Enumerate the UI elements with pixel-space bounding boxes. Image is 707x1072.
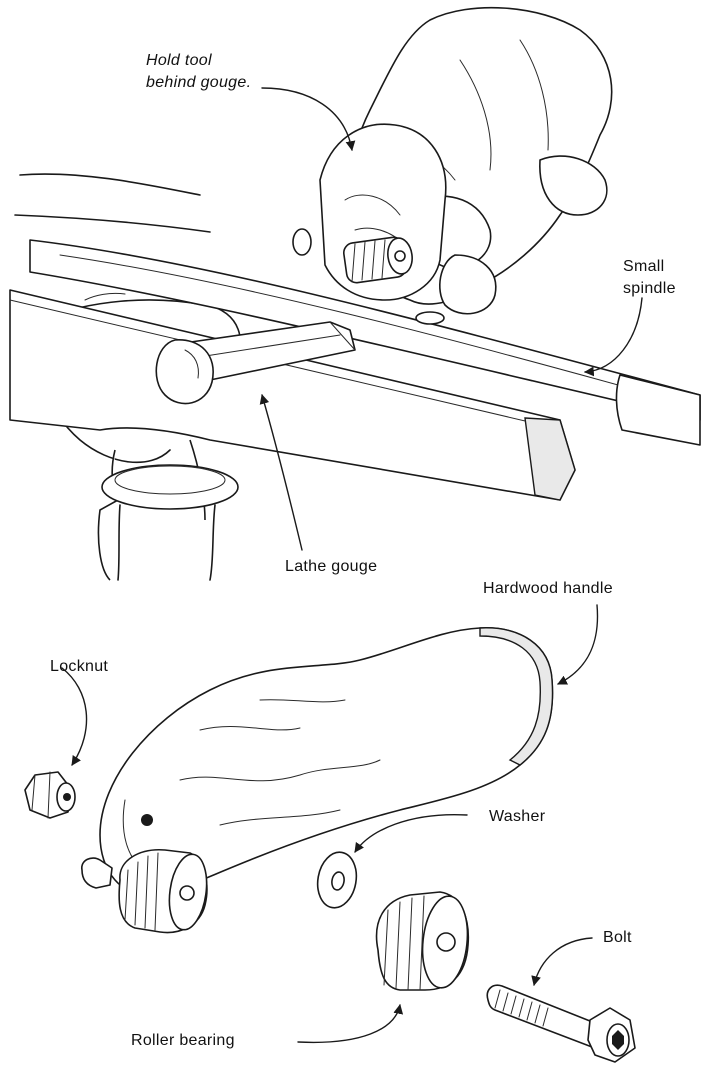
mounted-bolt-head — [180, 886, 194, 900]
leader-roller-bearing — [298, 1005, 400, 1042]
label-hold-tool-line2: behind gouge. — [146, 72, 251, 93]
label-small-spindle-line1: Small — [623, 256, 665, 277]
left-thumb — [156, 340, 213, 404]
label-lathe-gouge: Lathe gouge — [285, 556, 377, 577]
leader-locknut — [62, 668, 87, 765]
label-hardwood-handle: Hardwood handle — [483, 578, 613, 599]
leader-bolt — [534, 938, 592, 985]
post-below — [118, 505, 215, 580]
in-use-locknut — [293, 229, 311, 255]
leader-washer — [355, 815, 467, 852]
in-use-scene — [10, 8, 700, 580]
in-use-lower-roller — [416, 312, 444, 324]
label-bolt: Bolt — [603, 927, 632, 948]
leader-hold-tool — [262, 88, 352, 150]
label-washer: Washer — [489, 806, 545, 827]
handle-bolt-hole — [141, 814, 153, 826]
left-arm — [15, 174, 210, 232]
bolt-shank — [487, 985, 600, 1047]
roller-bearing-bore — [437, 933, 455, 951]
locknut-hole — [63, 793, 71, 801]
exploded-parts-scene — [25, 628, 635, 1062]
label-locknut: Locknut — [50, 656, 108, 677]
leader-hardwood-handle — [558, 605, 598, 684]
spindle-step — [616, 375, 700, 445]
label-roller-bearing: Roller bearing — [131, 1030, 235, 1051]
in-use-bolt-head — [395, 251, 405, 261]
label-hold-tool-line1: Hold tool — [146, 50, 212, 71]
leader-small-spindle — [585, 298, 642, 372]
label-small-spindle-line2: spindle — [623, 278, 676, 299]
